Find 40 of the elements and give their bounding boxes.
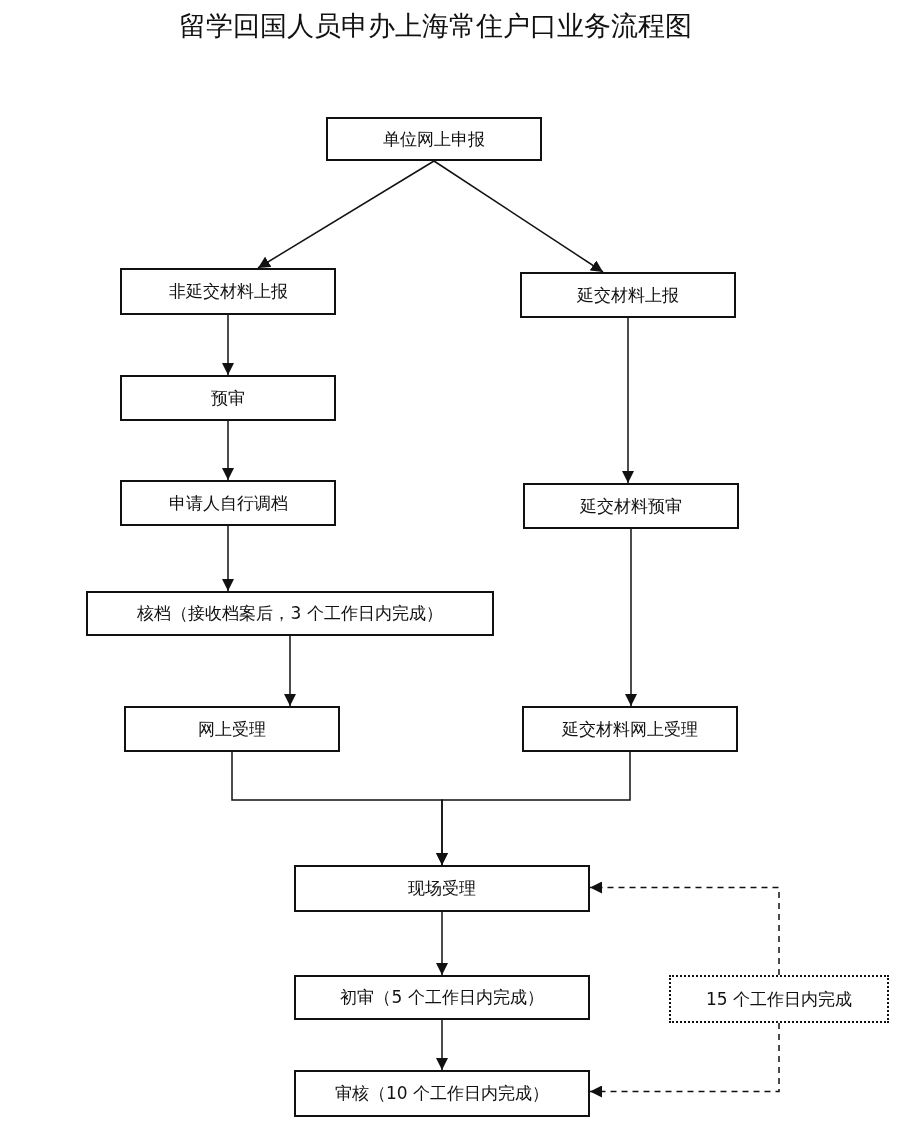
process-box <box>120 375 336 421</box>
arrow <box>284 635 296 707</box>
node-label: 预审 <box>211 386 245 410</box>
process-box <box>124 706 340 752</box>
arrow <box>625 528 637 707</box>
node-label: 网上受理 <box>198 717 266 741</box>
node-label: 初审（5 个工作日内完成） <box>340 986 544 1009</box>
arrow <box>436 751 631 866</box>
process-box <box>523 483 739 529</box>
arrow <box>257 160 435 269</box>
process-box <box>520 272 736 318</box>
note-box <box>669 975 889 1023</box>
node-label: 延交材料网上受理 <box>562 717 698 741</box>
node-label: 15 个工作日内完成 <box>705 987 852 1011</box>
node-label: 单位网上申报 <box>383 127 485 151</box>
arrow <box>589 1022 780 1098</box>
diagram-title: 留学回国人员申办上海常住户口业务流程图 <box>177 9 693 43</box>
arrow <box>222 420 234 481</box>
process-box <box>294 865 590 912</box>
arrow <box>222 314 234 376</box>
process-box <box>294 1070 590 1117</box>
arrow <box>589 881 780 976</box>
process-box <box>86 591 494 636</box>
node-label: 核档（接收档案后，3 个工作日内完成） <box>137 602 443 625</box>
arrow <box>436 1019 448 1071</box>
process-box <box>326 117 542 161</box>
arrow <box>622 317 634 484</box>
process-box <box>120 480 336 526</box>
node-label: 审核（10 个工作日内完成） <box>334 1082 549 1105</box>
process-box <box>120 268 336 315</box>
node-label: 延交材料上报 <box>577 283 679 307</box>
arrow <box>436 911 448 976</box>
node-label: 延交材料预审 <box>580 494 682 518</box>
node-label: 申请人自行调档 <box>168 491 288 515</box>
arrow <box>222 525 234 592</box>
arrow <box>433 160 604 273</box>
process-box <box>294 975 590 1020</box>
node-label: 现场受理 <box>408 877 476 900</box>
process-box <box>522 706 738 752</box>
node-label: 非延交材料上报 <box>168 280 288 303</box>
